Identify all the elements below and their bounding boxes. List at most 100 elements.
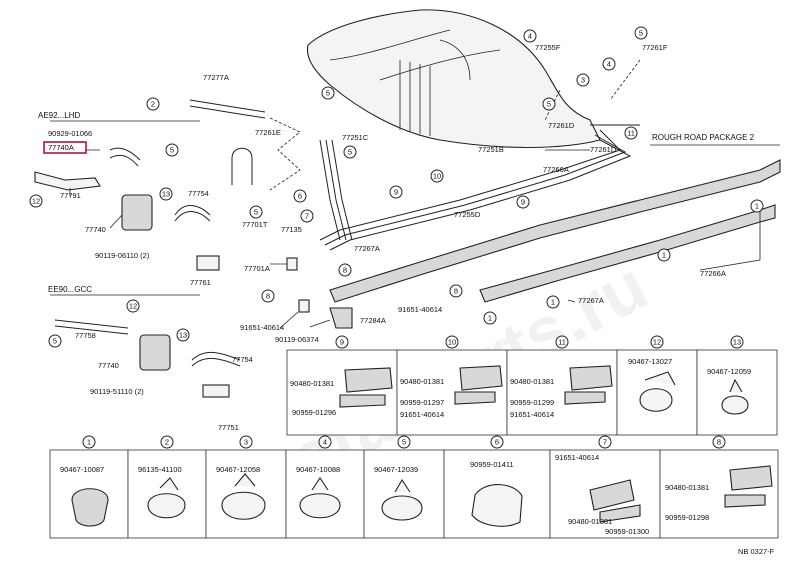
- callout-10: 10: [430, 169, 444, 183]
- svg-text:1: 1: [488, 314, 492, 323]
- d13-part-0: 90467-12059: [707, 367, 751, 376]
- d11-part-0: 90480-01381: [510, 377, 554, 386]
- callout-8b: 8: [261, 289, 275, 303]
- d12-part-0: 90467-13027: [628, 357, 672, 366]
- svg-text:1: 1: [87, 438, 91, 447]
- svg-text:11: 11: [558, 338, 566, 347]
- pn-77266a-top: 77266A: [543, 165, 569, 174]
- pn-90929: 90929-01066: [48, 129, 92, 138]
- svg-text:1: 1: [551, 298, 555, 307]
- svg-text:3: 3: [581, 76, 585, 85]
- svg-text:5: 5: [348, 148, 352, 157]
- detail-4-number: 4: [318, 435, 332, 449]
- detail-13-number: 13: [730, 335, 744, 349]
- callout-5g: 5: [48, 334, 62, 348]
- d11-part-2: 91651-40614: [510, 410, 554, 419]
- footer-code: NB 0327-F: [738, 547, 775, 556]
- callout-1: 1: [750, 199, 764, 213]
- svg-text:1: 1: [755, 202, 759, 211]
- d7-part-2: 90959-01300: [605, 527, 649, 536]
- pn-77267a-bottom: 77267A: [578, 296, 604, 305]
- svg-text:5: 5: [53, 337, 57, 346]
- d9-part-1: 90959-01296: [292, 408, 336, 417]
- detail-10-number: 10: [445, 335, 459, 349]
- callout-13: 13: [159, 187, 173, 201]
- detail-6-number: 6: [490, 435, 504, 449]
- detail-2-number: 2: [160, 435, 174, 449]
- d7-part-0: 91651-40614: [555, 453, 599, 462]
- pn-77740: 77740: [85, 225, 106, 234]
- clip-6-drawing: [471, 484, 523, 527]
- callout-12: 12: [29, 194, 43, 208]
- ae92-label: AE92...LHD: [38, 111, 80, 120]
- svg-text:12: 12: [32, 197, 40, 206]
- pn-77754: 77754: [188, 189, 209, 198]
- callout-11: 11: [624, 126, 638, 140]
- svg-text:8: 8: [266, 292, 270, 301]
- svg-text:8: 8: [717, 438, 721, 447]
- highlight-77740a: [43, 141, 87, 154]
- detail-7-number: 7: [598, 435, 612, 449]
- callout-5d: 5: [165, 143, 179, 157]
- detail-row-2: 1 2 3 4 5 6 7 8 90467-10087 96135-41100 …: [49, 435, 779, 539]
- pn-77255f: 77255F: [535, 43, 561, 52]
- protector-77266a: [329, 159, 781, 303]
- svg-text:8: 8: [343, 266, 347, 275]
- svg-text:8: 8: [454, 287, 458, 296]
- pn-91651-40614: 91651-40614: [398, 305, 442, 314]
- svg-text:5: 5: [402, 438, 406, 447]
- clip-3-drawing: [221, 473, 266, 520]
- callout-5: 5: [634, 26, 648, 40]
- clip-1-drawing: [71, 488, 109, 527]
- valve-77761: [196, 255, 220, 271]
- rough-road-label: ROUGH ROAD PACKAGE 2: [652, 133, 755, 142]
- callout-5e: 5: [343, 145, 357, 159]
- pn-77261d-b: 77261D: [590, 145, 617, 154]
- d7-part-1: 90480-01381: [568, 517, 612, 526]
- svg-text:11: 11: [627, 129, 635, 138]
- hose-77261e: [231, 147, 253, 185]
- d3-part-0: 90467-12058: [216, 465, 260, 474]
- d11-part-1: 90959-01299: [510, 398, 554, 407]
- d10-part-0: 90480-01381: [400, 377, 444, 386]
- hose-77758: [54, 319, 129, 335]
- pn-77754b: 77754: [232, 355, 253, 364]
- svg-text:7: 7: [305, 212, 309, 221]
- detail-row-1: 9 10 11 12 13 90480-01381 90959-01296 90…: [286, 335, 778, 436]
- pn-77267a-top: 77267A: [354, 244, 380, 253]
- clip-5-drawing: [381, 478, 423, 521]
- pn-77261d-a: 77261D: [548, 121, 575, 130]
- d4-part-0: 90467-10088: [296, 465, 340, 474]
- pn-77761: 77761: [190, 278, 211, 287]
- pn-77261f: 77261F: [642, 43, 668, 52]
- pn-77266a-right: 77266A: [700, 269, 726, 278]
- clamp-12-drawing: [639, 371, 676, 412]
- pn-91651-40614b: 91651-40614: [240, 323, 284, 332]
- svg-text:2: 2: [151, 100, 155, 109]
- callout-12b: 12: [126, 299, 140, 313]
- svg-text:10: 10: [448, 338, 456, 347]
- clamp-10-drawing: [454, 365, 503, 405]
- detail-9-number: 9: [335, 335, 349, 349]
- pn-77277a: 77277A: [203, 73, 229, 82]
- callout-9: 9: [389, 185, 403, 199]
- callout-8c: 8: [449, 284, 463, 298]
- svg-text:6: 6: [298, 192, 302, 201]
- d2-part-0: 96135-41100: [138, 465, 182, 474]
- callout-circles: 2 4 5 5 4 3 5 11 5 5 12 13 5 6 7 9 10 9 …: [29, 26, 764, 348]
- detail-3-number: 3: [239, 435, 253, 449]
- svg-text:9: 9: [521, 198, 525, 207]
- part-number-labels: 77277A 77255F 77261F 77261E 90929-01066 …: [43, 43, 726, 432]
- d10-part-1: 90959-01297: [400, 398, 444, 407]
- callout-4: 4: [523, 29, 537, 43]
- svg-text:5: 5: [547, 100, 551, 109]
- callout-5c: 5: [542, 97, 556, 111]
- ee90-label: EE90...GCC: [48, 285, 92, 294]
- pn-77261e: 77261E: [255, 128, 281, 137]
- pn-90119-51110: 90119-51110 (2): [90, 387, 144, 396]
- callout-7: 7: [300, 209, 314, 223]
- left-parts: [34, 99, 353, 398]
- svg-text:12: 12: [653, 338, 661, 347]
